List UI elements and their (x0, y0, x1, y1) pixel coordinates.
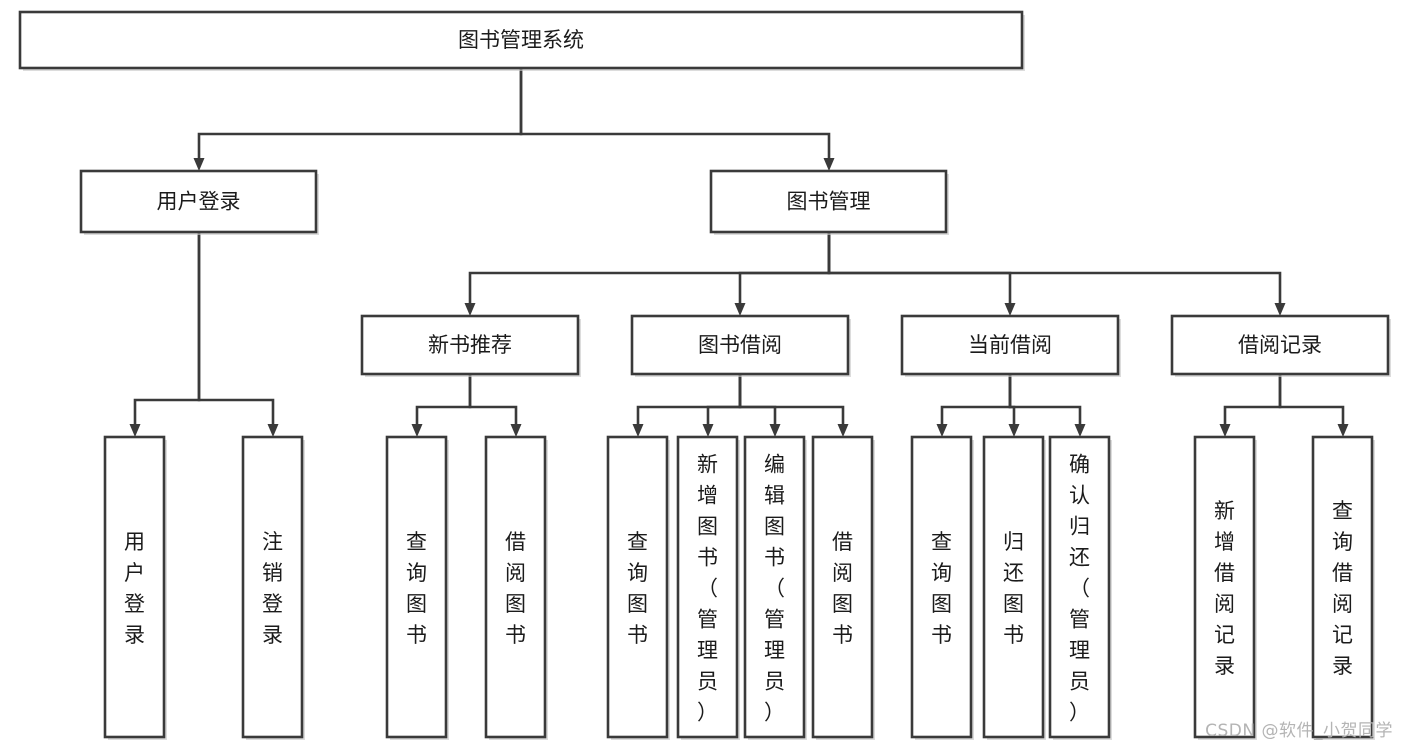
node-box[interactable] (811, 435, 874, 739)
arrow-head-icon (1074, 424, 1086, 437)
connector-borrow-to-leaf-borrow-add (702, 374, 742, 437)
node-label: 新书推荐 (428, 333, 512, 357)
arrow-head-icon (1219, 424, 1231, 437)
arrow-head-icon (936, 424, 948, 437)
connector-borrow-to-leaf-borrow-lend (738, 374, 849, 437)
node-box[interactable] (630, 314, 850, 376)
node-root[interactable]: 图书管理系统 (18, 10, 1025, 71)
node-borrow[interactable]: 图书借阅 (630, 314, 851, 377)
node-label: 图书管理 (787, 190, 871, 214)
node-box[interactable] (1311, 435, 1374, 739)
node-box[interactable] (606, 435, 669, 739)
connector-borrow-to-leaf-borrow-query (632, 374, 742, 437)
node-leaf-borrow-add[interactable]: 新增图书（管理员） (676, 435, 740, 740)
arrow-head-icon (129, 424, 141, 437)
node-label: 图书借阅 (698, 333, 782, 357)
node-box[interactable] (79, 169, 318, 234)
node-leaf-new-borrow[interactable]: 借阅图书 (484, 435, 548, 740)
arrow-head-icon (702, 424, 714, 437)
arrow-head-icon (510, 424, 522, 437)
node-label: 注销登录 (262, 530, 283, 647)
node-label: 借阅记录 (1238, 333, 1322, 357)
node-box[interactable] (360, 314, 580, 376)
connector-bookmgmt-to-borrow (734, 232, 831, 316)
arrow-head-icon (1004, 303, 1016, 316)
connector-borrow-to-leaf-borrow-edit (738, 374, 781, 437)
arrow-head-icon (837, 424, 849, 437)
node-label: 新增借阅记录 (1214, 499, 1235, 678)
node-label: 编辑图书（管理员） (764, 453, 785, 725)
node-leaf-current-return[interactable]: 归还图书 (982, 435, 1046, 740)
connector-record-to-leaf-record-add (1219, 374, 1282, 437)
node-leaf-current-query[interactable]: 查询图书 (910, 435, 974, 740)
node-label: 借阅图书 (505, 530, 526, 647)
node-leaf-borrow-edit[interactable]: 编辑图书（管理员） (743, 435, 807, 740)
node-box[interactable] (676, 435, 739, 739)
node-label: 查询借阅记录 (1332, 499, 1353, 678)
node-leaf-new-query[interactable]: 查询图书 (385, 435, 449, 740)
node-box[interactable] (103, 435, 166, 739)
connector-layer (129, 68, 1349, 437)
arrow-head-icon (1008, 424, 1020, 437)
node-login[interactable]: 用户登录 (79, 169, 319, 235)
node-newbook[interactable]: 新书推荐 (360, 314, 581, 377)
node-box[interactable] (900, 314, 1120, 376)
node-leaf-current-confirm[interactable]: 确认归还（管理员） (1048, 435, 1112, 740)
node-leaf-borrow-query[interactable]: 查询图书 (606, 435, 670, 740)
node-label: 查询图书 (627, 530, 648, 647)
arrow-head-icon (267, 424, 279, 437)
arrow-head-icon (464, 303, 476, 316)
node-label: 查询图书 (406, 530, 427, 647)
node-current[interactable]: 当前借阅 (900, 314, 1121, 377)
arrow-head-icon (632, 424, 644, 437)
node-box[interactable] (18, 10, 1024, 70)
node-leaf-borrow-lend[interactable]: 借阅图书 (811, 435, 875, 740)
node-label: 新增图书（管理员） (697, 453, 718, 725)
connector-record-to-leaf-record-query (1278, 374, 1349, 437)
connector-login-to-leaf-user-login (129, 232, 201, 437)
arrow-head-icon (411, 424, 423, 437)
node-label: 确认归还（管理员） (1069, 453, 1090, 725)
arrow-head-icon (1337, 424, 1349, 437)
node-box[interactable] (385, 435, 448, 739)
node-box[interactable] (1170, 314, 1390, 376)
connector-newbook-to-leaf-new-borrow (468, 374, 522, 437)
node-box[interactable] (484, 435, 547, 739)
arrow-head-icon (193, 158, 205, 171)
node-label: 用户登录 (124, 530, 145, 647)
arrow-head-icon (769, 424, 781, 437)
connector-current-to-leaf-current-query (936, 374, 1012, 437)
node-leaf-user-login[interactable]: 用户登录 (103, 435, 167, 740)
node-box[interactable] (743, 435, 806, 739)
node-box[interactable] (1048, 435, 1111, 739)
node-leaf-record-query[interactable]: 查询借阅记录 (1311, 435, 1375, 740)
arrow-head-icon (734, 303, 746, 316)
node-label: 归还图书 (1003, 530, 1024, 647)
node-label: 当前借阅 (968, 333, 1052, 357)
node-label: 用户登录 (157, 190, 241, 214)
node-label: 图书管理系统 (458, 28, 584, 52)
node-bookmgmt[interactable]: 图书管理 (709, 169, 949, 235)
connector-bookmgmt-to-record (827, 232, 1286, 316)
node-box[interactable] (982, 435, 1045, 739)
connector-root-to-login (193, 68, 523, 171)
connector-root-to-bookmgmt (519, 68, 835, 171)
node-box[interactable] (1193, 435, 1256, 739)
node-box[interactable] (910, 435, 973, 739)
node-record[interactable]: 借阅记录 (1170, 314, 1391, 377)
arrow-head-icon (823, 158, 835, 171)
node-layer: 图书管理系统用户登录图书管理新书推荐图书借阅当前借阅借阅记录用户登录注销登录查询… (18, 10, 1391, 740)
connector-newbook-to-leaf-new-query (411, 374, 472, 437)
node-box[interactable] (241, 435, 304, 739)
connector-login-to-leaf-user-logout (197, 232, 279, 437)
connector-current-to-leaf-current-confirm (1008, 374, 1086, 437)
arrow-head-icon (1274, 303, 1286, 316)
node-leaf-record-add[interactable]: 新增借阅记录 (1193, 435, 1257, 740)
node-label: 查询图书 (931, 530, 952, 647)
node-leaf-user-logout[interactable]: 注销登录 (241, 435, 305, 740)
node-label: 借阅图书 (832, 530, 853, 647)
node-box[interactable] (709, 169, 948, 234)
